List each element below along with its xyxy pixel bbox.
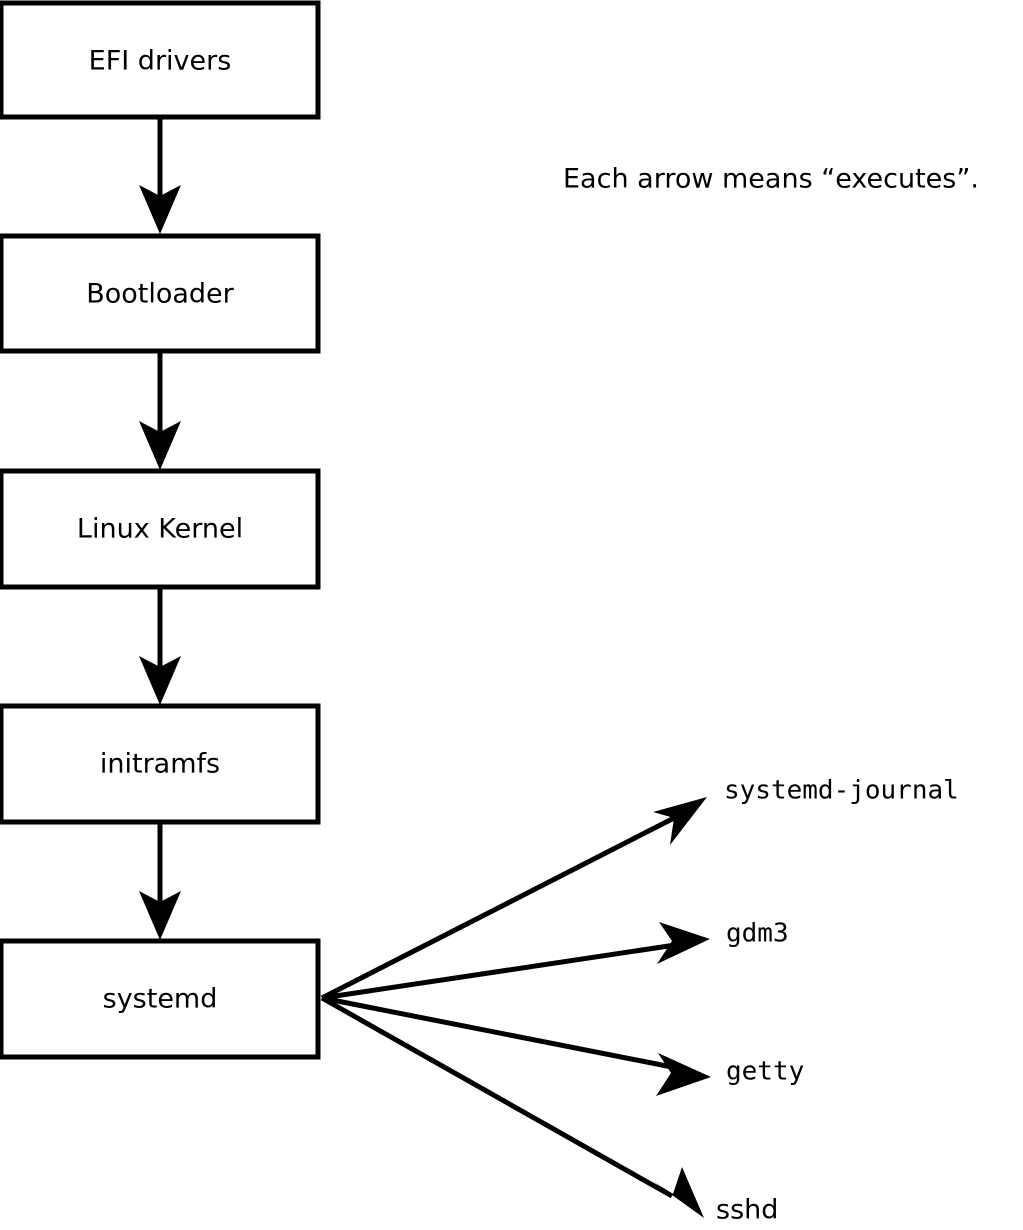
flow-arrow-bootloader-to-kernel [139,353,181,470]
fan-arrow-getty [321,995,711,1096]
fan-arrow-sshd [320,995,704,1218]
flow-arrow-efi-to-bootloader [139,117,181,234]
flow-arrow-kernel-to-initramfs [139,588,181,705]
fan-arrow-gdm3 [321,922,710,1001]
box-initramfs[interactable]: initramfs [0,703,321,825]
box-linux-kernel[interactable]: Linux Kernel [0,468,321,590]
box-initramfs-label: initramfs [100,749,220,780]
service-label-getty[interactable]: getty [726,1057,804,1087]
box-linux-kernel-label: Linux Kernel [77,514,243,545]
fan-arrow-systemd-journal [320,797,707,1001]
box-systemd[interactable]: systemd [0,938,321,1060]
box-systemd-label: systemd [103,984,218,1015]
service-label-gdm3[interactable]: gdm3 [726,919,789,949]
service-label-sshd[interactable]: sshd [716,1195,778,1226]
box-bootloader-label: Bootloader [86,279,234,310]
flow-arrow-initramfs-to-systemd [139,823,181,940]
diagram-caption: Each arrow means “executes”. [563,164,979,195]
box-bootloader[interactable]: Bootloader [0,233,321,354]
box-efi-drivers[interactable]: EFI drivers [0,0,321,120]
box-efi-drivers-label: EFI drivers [89,46,232,77]
service-label-systemd-journal[interactable]: systemd-journal [724,776,959,806]
